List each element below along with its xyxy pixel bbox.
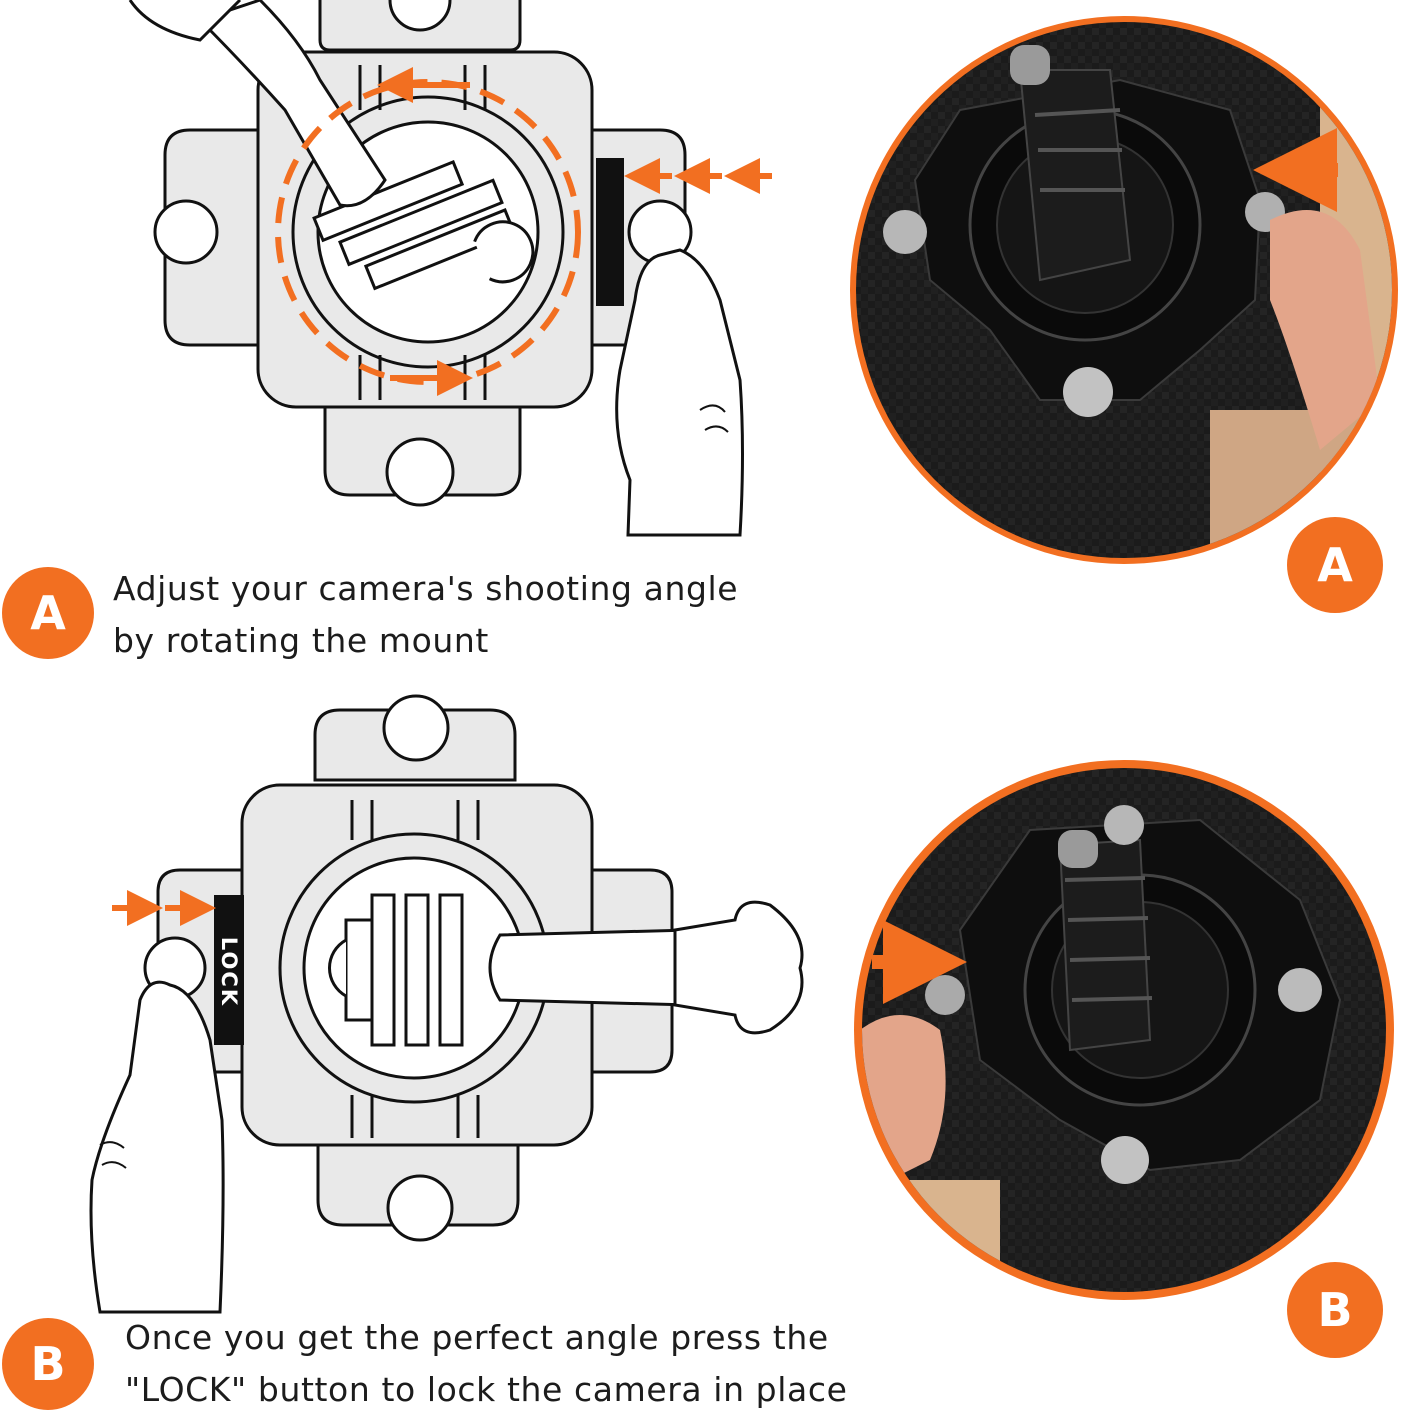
mount-illustration-b [89, 694, 804, 1314]
hand-illustration [89, 980, 225, 1314]
step-b-caption-line2: "LOCK" button to lock the camera in plac… [125, 1370, 848, 1409]
step-a-badge: A [2, 567, 94, 659]
lock-button-b [214, 895, 244, 1045]
mount-photo-a [850, 16, 1398, 564]
hand-illustration [615, 248, 744, 537]
step-a-caption-line1: Adjust your camera's shooting angle [113, 569, 739, 608]
mount-illustration-a [128, 0, 772, 537]
mount-photo-b [854, 760, 1394, 1300]
step-b-caption-line1: Once you get the perfect angle press the [125, 1318, 829, 1357]
step-b-badge: B [2, 1318, 94, 1410]
screw-head-bottom [385, 437, 455, 507]
photo-b-badge: B [1287, 1262, 1383, 1358]
screw-head-left [153, 199, 219, 265]
photo-a-badge: A [1287, 517, 1383, 613]
lock-label: LOCK [217, 936, 241, 1008]
lock-button-a [596, 158, 624, 306]
step-b-caption: Once you get the perfect angle press the… [125, 1312, 847, 1416]
step-a-caption-line2: by rotating the mount [113, 621, 489, 660]
step-a-caption: Adjust your camera's shooting angle by r… [113, 563, 738, 667]
rotation-path [275, 79, 581, 385]
